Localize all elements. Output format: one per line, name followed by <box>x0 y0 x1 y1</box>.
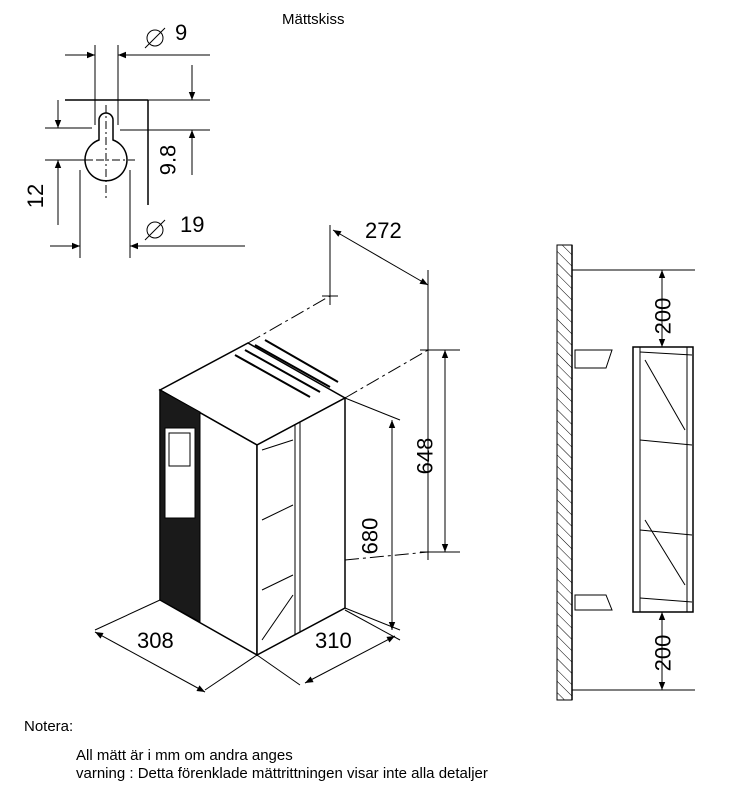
note-line-2: varning : Detta förenklade mättrittninge… <box>76 765 488 782</box>
notes-heading: Notera: <box>24 718 74 735</box>
page-title: Mättskiss <box>282 11 345 28</box>
note-line-1: All mätt är i mm om andra anges <box>76 747 293 764</box>
keyhole-diameter-label: 19 <box>180 212 205 237</box>
slot-offset-label: 9.8 <box>155 144 181 176</box>
drive-side-view <box>556 244 695 701</box>
keyhole-detail <box>45 27 245 258</box>
drive-isometric <box>94 225 460 693</box>
height-label: 680 <box>357 517 383 555</box>
depth-label: 310 <box>315 628 352 653</box>
clearance-bottom-label: 200 <box>650 634 676 672</box>
mount-height-label: 648 <box>412 437 438 475</box>
depth-offset-label: 272 <box>365 218 402 243</box>
hole-diameter-label: 9 <box>175 20 188 45</box>
clearance-top-label: 200 <box>650 297 676 335</box>
center-offset-label: 12 <box>23 183 49 209</box>
width-label: 308 <box>137 628 174 653</box>
